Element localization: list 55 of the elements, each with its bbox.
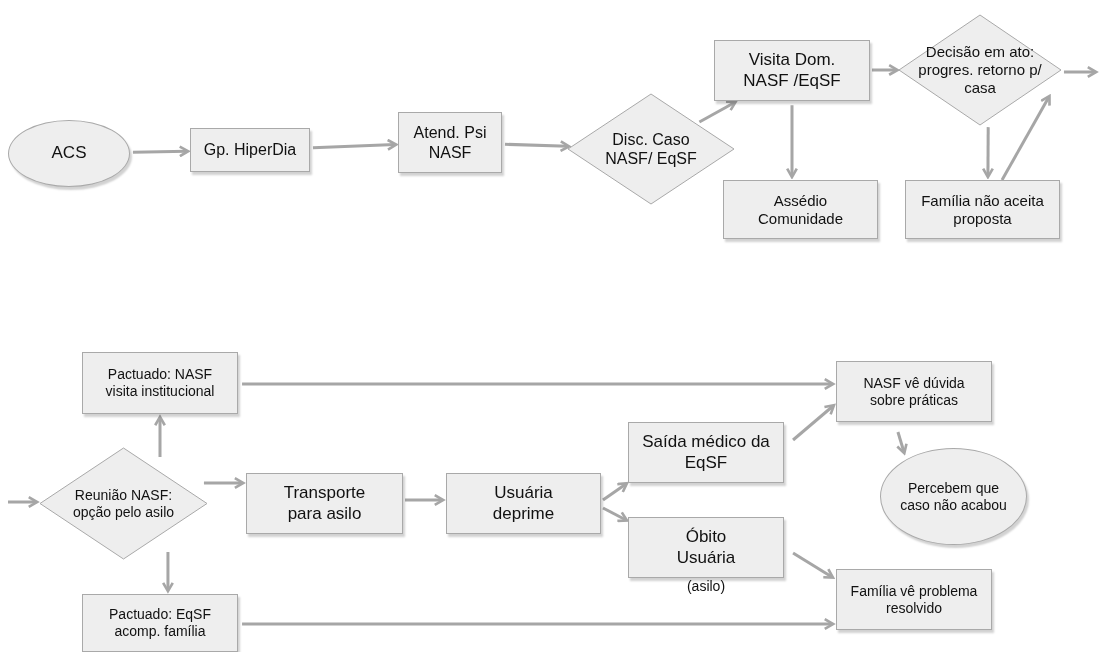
arrow (8, 495, 39, 509)
decision-diamond (898, 14, 1062, 126)
node-label: Pactuado: NASF visita institucional (104, 366, 216, 400)
node-label: Disc. Caso NASF/ EqSF (604, 129, 698, 169)
arrow (312, 138, 398, 151)
node-label: Saída médico da EqSF (641, 432, 771, 473)
arrow (602, 481, 629, 502)
node-label: Reunião NASF: opção pelo asilo (71, 486, 176, 521)
arrow (872, 63, 899, 77)
node-label: Atend. Psi NASF (412, 123, 488, 162)
process-box (190, 128, 310, 172)
node-label: Família não aceita proposta (920, 191, 1045, 228)
node-label: Óbito Usuária (675, 527, 737, 568)
process-box (905, 180, 1060, 239)
arrow (504, 139, 571, 153)
node-note: (asilo) (685, 578, 727, 595)
node-label: Família vê problema resolvido (849, 582, 979, 617)
process-box (714, 40, 870, 101)
arrow (405, 493, 445, 507)
decision-diamond (39, 447, 208, 560)
process-box (82, 352, 238, 414)
node-label: ACS (51, 143, 87, 164)
arrow (242, 377, 835, 391)
process-box (723, 180, 878, 239)
process-box (398, 112, 502, 173)
arrow (1000, 94, 1051, 181)
arrow (132, 145, 190, 158)
node-label: Visita Dom. NASF /EqSF (742, 50, 842, 91)
arrow (161, 552, 175, 593)
node-label: Decisão em ato: progres. retorno p/ casa (917, 43, 1043, 97)
process-box (446, 473, 601, 534)
arrow (153, 415, 167, 457)
node-label: Pactuado: EqSF acomp. família (108, 606, 212, 640)
arrow (792, 403, 836, 442)
node-label: Assédio Comunidade (756, 191, 845, 228)
arrow (792, 551, 835, 579)
arrow (698, 100, 737, 124)
arrow (1063, 65, 1098, 79)
node-label: Transporte para asilo (282, 483, 367, 524)
node-label: NASF vê dúvida sobre práticas (862, 374, 966, 409)
arrow (785, 105, 799, 179)
process-box (836, 361, 992, 422)
process-box (246, 473, 403, 534)
decision-diamond (567, 93, 735, 205)
process-box (836, 569, 992, 630)
arrow (602, 506, 629, 523)
arrow (895, 431, 908, 455)
arrow (242, 617, 835, 631)
node-label: Gp. HiperDia (203, 140, 297, 160)
arrow (203, 476, 245, 490)
process-box (82, 594, 238, 652)
arrow (981, 127, 995, 179)
process-box (628, 422, 784, 483)
node-label: Percebem que caso não acabou (899, 479, 1008, 514)
node-label: Usuária deprime (491, 483, 556, 524)
